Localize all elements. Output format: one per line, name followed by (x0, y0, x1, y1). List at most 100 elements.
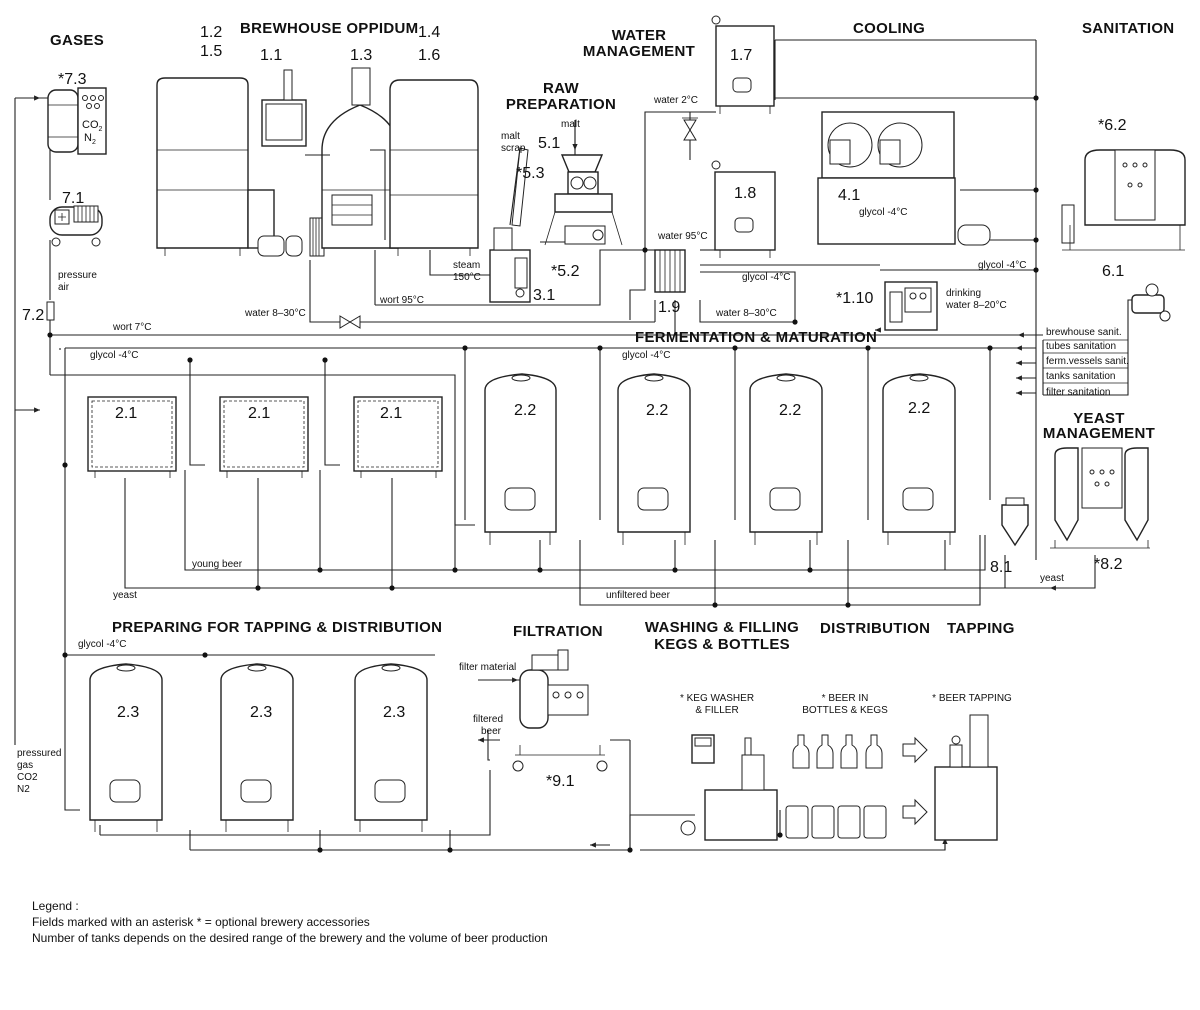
section-yeast-management-2: MANAGEMENT (1043, 425, 1155, 442)
direction-arrow-icons (902, 736, 928, 826)
label-2-1-a: 2.1 (115, 405, 137, 422)
note-beer-tapping: * BEER TAPPING (932, 693, 1012, 704)
label-6-2: *6.2 (1098, 117, 1127, 134)
water-tank-1-7 (711, 15, 775, 114)
label-2-2-b: 2.2 (646, 402, 668, 419)
lager-tank-2-2-d (882, 373, 956, 545)
note-water-2: water 2°C (653, 95, 698, 106)
section-tapping: TAPPING (947, 620, 1015, 637)
cip-station-6-2 (1061, 149, 1186, 251)
cip-pump-6-1 (1131, 283, 1171, 322)
label-7-2: 7.2 (22, 307, 44, 324)
label-4-1: 4.1 (838, 187, 860, 204)
note-drinking-2: water 8–20°C (945, 300, 1007, 311)
label-2-2-a: 2.2 (514, 402, 536, 419)
section-washing-2: KEGS & BOTTLES (654, 636, 790, 653)
label-2-3-b: 2.3 (250, 704, 272, 721)
plate-heat-exchanger-1-9 (654, 249, 686, 293)
open-fermenter-2-1-c (353, 396, 443, 478)
bottles-and-kegs (785, 734, 887, 839)
note-steam-2: 150°C (453, 272, 481, 283)
water-treatment-1-10 (884, 281, 938, 331)
label-1-6: 1.6 (418, 47, 440, 64)
label-1-5: 1.5 (200, 43, 222, 60)
label-9-1: *9.1 (546, 773, 575, 790)
note-malt: malt (561, 119, 580, 130)
label-7-3: *7.3 (58, 71, 87, 88)
lager-tank-2-2-a (484, 373, 557, 545)
filter-9-1 (512, 649, 608, 772)
note-steam-1: steam (453, 260, 480, 271)
note-pressure: pressure (58, 270, 97, 281)
legend: Legend : Fields marked with an asterisk … (32, 898, 548, 946)
note-wort-95: wort 95°C (379, 295, 424, 306)
open-fermenter-2-1-a (87, 396, 177, 478)
legend-line-1: Fields marked with an asterisk * = optio… (32, 915, 370, 929)
label-2-2-d: 2.2 (908, 400, 930, 417)
label-2-1-b: 2.1 (248, 405, 270, 422)
section-distribution: DISTRIBUTION (820, 620, 930, 637)
section-filtration: FILTRATION (513, 623, 603, 640)
note-filtered-1: filtered (473, 714, 503, 725)
legend-title: Legend : (32, 899, 79, 913)
section-raw-preparation-2: PREPARATION (506, 96, 616, 113)
label-1-8: 1.8 (734, 185, 756, 202)
label-1-4: 1.4 (418, 24, 440, 41)
lager-tank-2-2-b (617, 373, 691, 545)
sanitation-item-ferm: ferm.vessels sanit. (1046, 356, 1129, 367)
water-tank-1-8 (711, 160, 776, 258)
label-1-9: 1.9 (658, 299, 680, 316)
note-wort-7: wort 7°C (112, 322, 151, 333)
note-water-8-30-a: water 8–30°C (244, 308, 306, 319)
section-preparing: PREPARING FOR TAPPING & DISTRIBUTION (112, 619, 442, 636)
label-6-1: 6.1 (1102, 263, 1124, 280)
section-cooling: COOLING (853, 20, 925, 37)
yeast-station-8-2 (1050, 447, 1150, 549)
label-1-10: *1.10 (836, 290, 873, 307)
sanitation-item-brewhouse: brewhouse sanit. (1046, 327, 1122, 338)
steam-generator-3-1 (489, 227, 531, 303)
note-unfiltered-beer: unfiltered beer (606, 590, 671, 601)
bright-beer-tank-2-3-b (220, 663, 294, 832)
note-pressured: pressured (17, 748, 61, 759)
note-co2: CO2 (17, 772, 38, 783)
compressor-7-1 (49, 205, 103, 247)
label-7-1: 7.1 (62, 190, 84, 207)
label-1-7: 1.7 (730, 47, 752, 64)
beer-tapping-station (934, 714, 998, 841)
note-malt-scrap-1: malt (501, 131, 520, 142)
section-water-management-1: WATER (612, 27, 667, 44)
lager-tank-2-2-c (749, 373, 823, 545)
note-filtered-2: beer (481, 726, 502, 737)
note-n2: N2 (17, 784, 30, 795)
note-malt-scrap-2: scrap (501, 143, 526, 154)
label-2-3-a: 2.3 (117, 704, 139, 721)
pipe-junctions (47, 95, 1039, 853)
open-fermenter-2-1-b (219, 396, 309, 478)
label-2-1-c: 2.1 (380, 405, 402, 422)
note-young-beer: young beer (192, 559, 243, 570)
malt-scrap-conveyor-5-3 (511, 147, 529, 227)
section-gases: GASES (50, 32, 104, 49)
section-washing-1: WASHING & FILLING (645, 619, 799, 636)
section-raw-preparation-1: RAW (543, 80, 579, 97)
section-water-management-2: MANAGEMENT (583, 43, 695, 60)
section-brewhouse: BREWHOUSE OPPIDUM (240, 20, 418, 37)
label-3-1: 3.1 (533, 287, 555, 304)
bright-beer-tank-2-3-a (89, 663, 163, 832)
label-2-3-c: 2.3 (383, 704, 405, 721)
note-drinking-1: drinking (946, 288, 981, 299)
gas-cylinders-7-3 (47, 87, 107, 155)
section-fermentation: FERMENTATION & MATURATION (635, 329, 877, 346)
note-glycol-hx: glycol -4°C (742, 272, 790, 283)
cooling-unit-4-1 (817, 111, 991, 246)
note-yeast-left: yeast (113, 590, 137, 601)
section-yeast-management-1: YEAST (1073, 410, 1125, 427)
note-glycol-right: glycol -4°C (978, 260, 1026, 271)
label-8-1: 8.1 (990, 559, 1012, 576)
valves (339, 117, 698, 329)
section-sanitation: SANITATION (1082, 20, 1174, 37)
label-5-2: *5.2 (551, 263, 580, 280)
note-glycol-ferm-mid: glycol -4°C (622, 350, 670, 361)
brewhouse-vessels (156, 67, 479, 257)
